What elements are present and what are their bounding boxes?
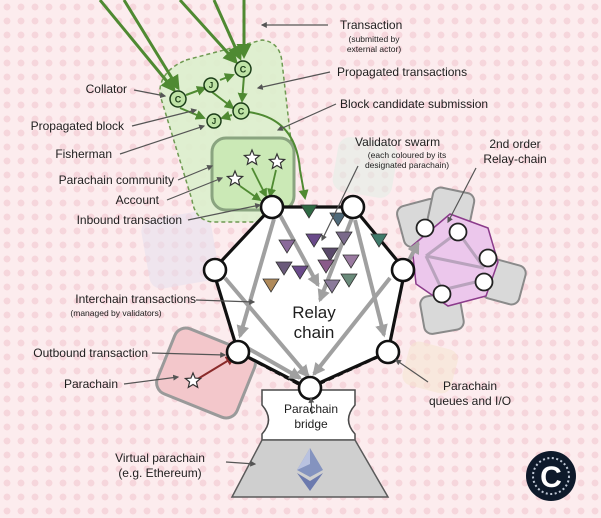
parachain-label: Parachain xyxy=(64,377,118,391)
validator-triangle-icon xyxy=(262,278,280,293)
propagation-arrows xyxy=(179,73,309,200)
collator-label: Collator xyxy=(86,82,127,96)
relay-bridge-gap xyxy=(309,351,387,390)
callout-lines xyxy=(119,89,262,467)
validator-triangle-icon xyxy=(335,231,353,246)
star-icon xyxy=(225,169,245,187)
validator-node xyxy=(259,194,285,220)
parachain-bridge-label: Parachain xyxy=(284,402,338,416)
relay-chain-label: Relay xyxy=(292,303,336,322)
virtual-parachain-label: (e.g. Ethereum) xyxy=(118,466,201,480)
validator-triangle-icon xyxy=(317,259,335,274)
validator-triangle-icon xyxy=(300,204,318,219)
propagated-transactions-label: Propagated transactions xyxy=(337,65,467,79)
callout-lines-right xyxy=(256,22,477,415)
svg-text:J: J xyxy=(209,81,213,90)
fisherman-node: J xyxy=(206,113,222,129)
interchain-transactions-label: Interchain transactions xyxy=(75,292,196,306)
validator-triangle-icon xyxy=(340,273,358,288)
parachain-bridge-label: bridge xyxy=(294,417,328,431)
validator-swarm-note: (each coloured by its xyxy=(368,150,446,160)
block-candidate-submission-label: Block candidate submission xyxy=(340,97,488,111)
background-parachains xyxy=(141,137,458,394)
second-order-relay-chain-label: Relay-chain xyxy=(483,152,546,166)
validator-swarm-note: designated parachain) xyxy=(365,160,449,170)
collator-node: C xyxy=(169,90,187,108)
relay-chain-label: chain xyxy=(294,323,335,342)
validator-node xyxy=(390,257,416,283)
transaction-note: external actor) xyxy=(347,44,401,54)
relay-bridge-gap xyxy=(239,351,307,390)
second-order-relay-chain xyxy=(396,186,527,335)
validator-triangle-icon xyxy=(342,254,360,269)
account-box xyxy=(210,136,296,212)
validator-triangle-icon xyxy=(323,279,341,294)
external-transaction-arrows xyxy=(98,0,252,93)
account-stars xyxy=(225,148,287,187)
fisherman-label: Fisherman xyxy=(55,147,112,161)
virtual-parachain xyxy=(230,389,390,498)
transaction-label: Transaction xyxy=(340,18,402,32)
account-label: Account xyxy=(116,193,160,207)
svg-text:J: J xyxy=(212,117,216,126)
polkadot-c-logo-icon: C xyxy=(526,451,576,501)
svg-text:C: C xyxy=(175,95,182,105)
second-order-relay-chain-label: 2nd order xyxy=(489,137,540,151)
validator-triangle-icon xyxy=(370,233,388,248)
collator-node: C xyxy=(232,102,250,120)
propagated-block-label: Propagated block xyxy=(31,119,125,133)
parachain-community-label: Parachain community xyxy=(59,173,174,187)
star-icon xyxy=(267,152,287,170)
account-arrows xyxy=(239,167,277,202)
interchain-transactions-note: (managed by validators) xyxy=(70,308,161,318)
validator-node xyxy=(225,339,251,365)
validator-node xyxy=(297,375,323,401)
validator-triangle-icon xyxy=(321,247,339,262)
parachain-queues-label: Parachain xyxy=(443,379,497,393)
validator-swarm-label: Validator swarm xyxy=(355,135,440,149)
collator-node: C xyxy=(234,60,252,78)
validator-node xyxy=(340,194,366,220)
parachain-queues-label: queues and I/O xyxy=(429,394,511,408)
validator-node xyxy=(202,257,228,283)
svg-text:C: C xyxy=(540,461,562,494)
virtual-parachain-label: Virtual parachain xyxy=(115,451,205,465)
outbound-transaction-label: Outbound transaction xyxy=(33,346,148,360)
ethereum-icon xyxy=(297,448,323,491)
validator-node xyxy=(375,339,401,365)
validator-triangle-icon xyxy=(305,233,323,248)
svg-text:C: C xyxy=(238,107,245,117)
validator-triangle-icon xyxy=(278,239,296,254)
svg-text:C: C xyxy=(240,65,247,75)
fisherman-node: J xyxy=(203,77,219,93)
interchain-arrows xyxy=(223,214,420,380)
validator-triangle-icon xyxy=(291,265,309,280)
validator-triangle-icon xyxy=(275,261,293,276)
transaction-note: (submitted by xyxy=(348,34,400,44)
inbound-transaction-label: Inbound transaction xyxy=(77,213,182,227)
validator-swarm xyxy=(262,204,388,294)
star-icon xyxy=(183,371,203,389)
star-icon xyxy=(242,148,262,166)
